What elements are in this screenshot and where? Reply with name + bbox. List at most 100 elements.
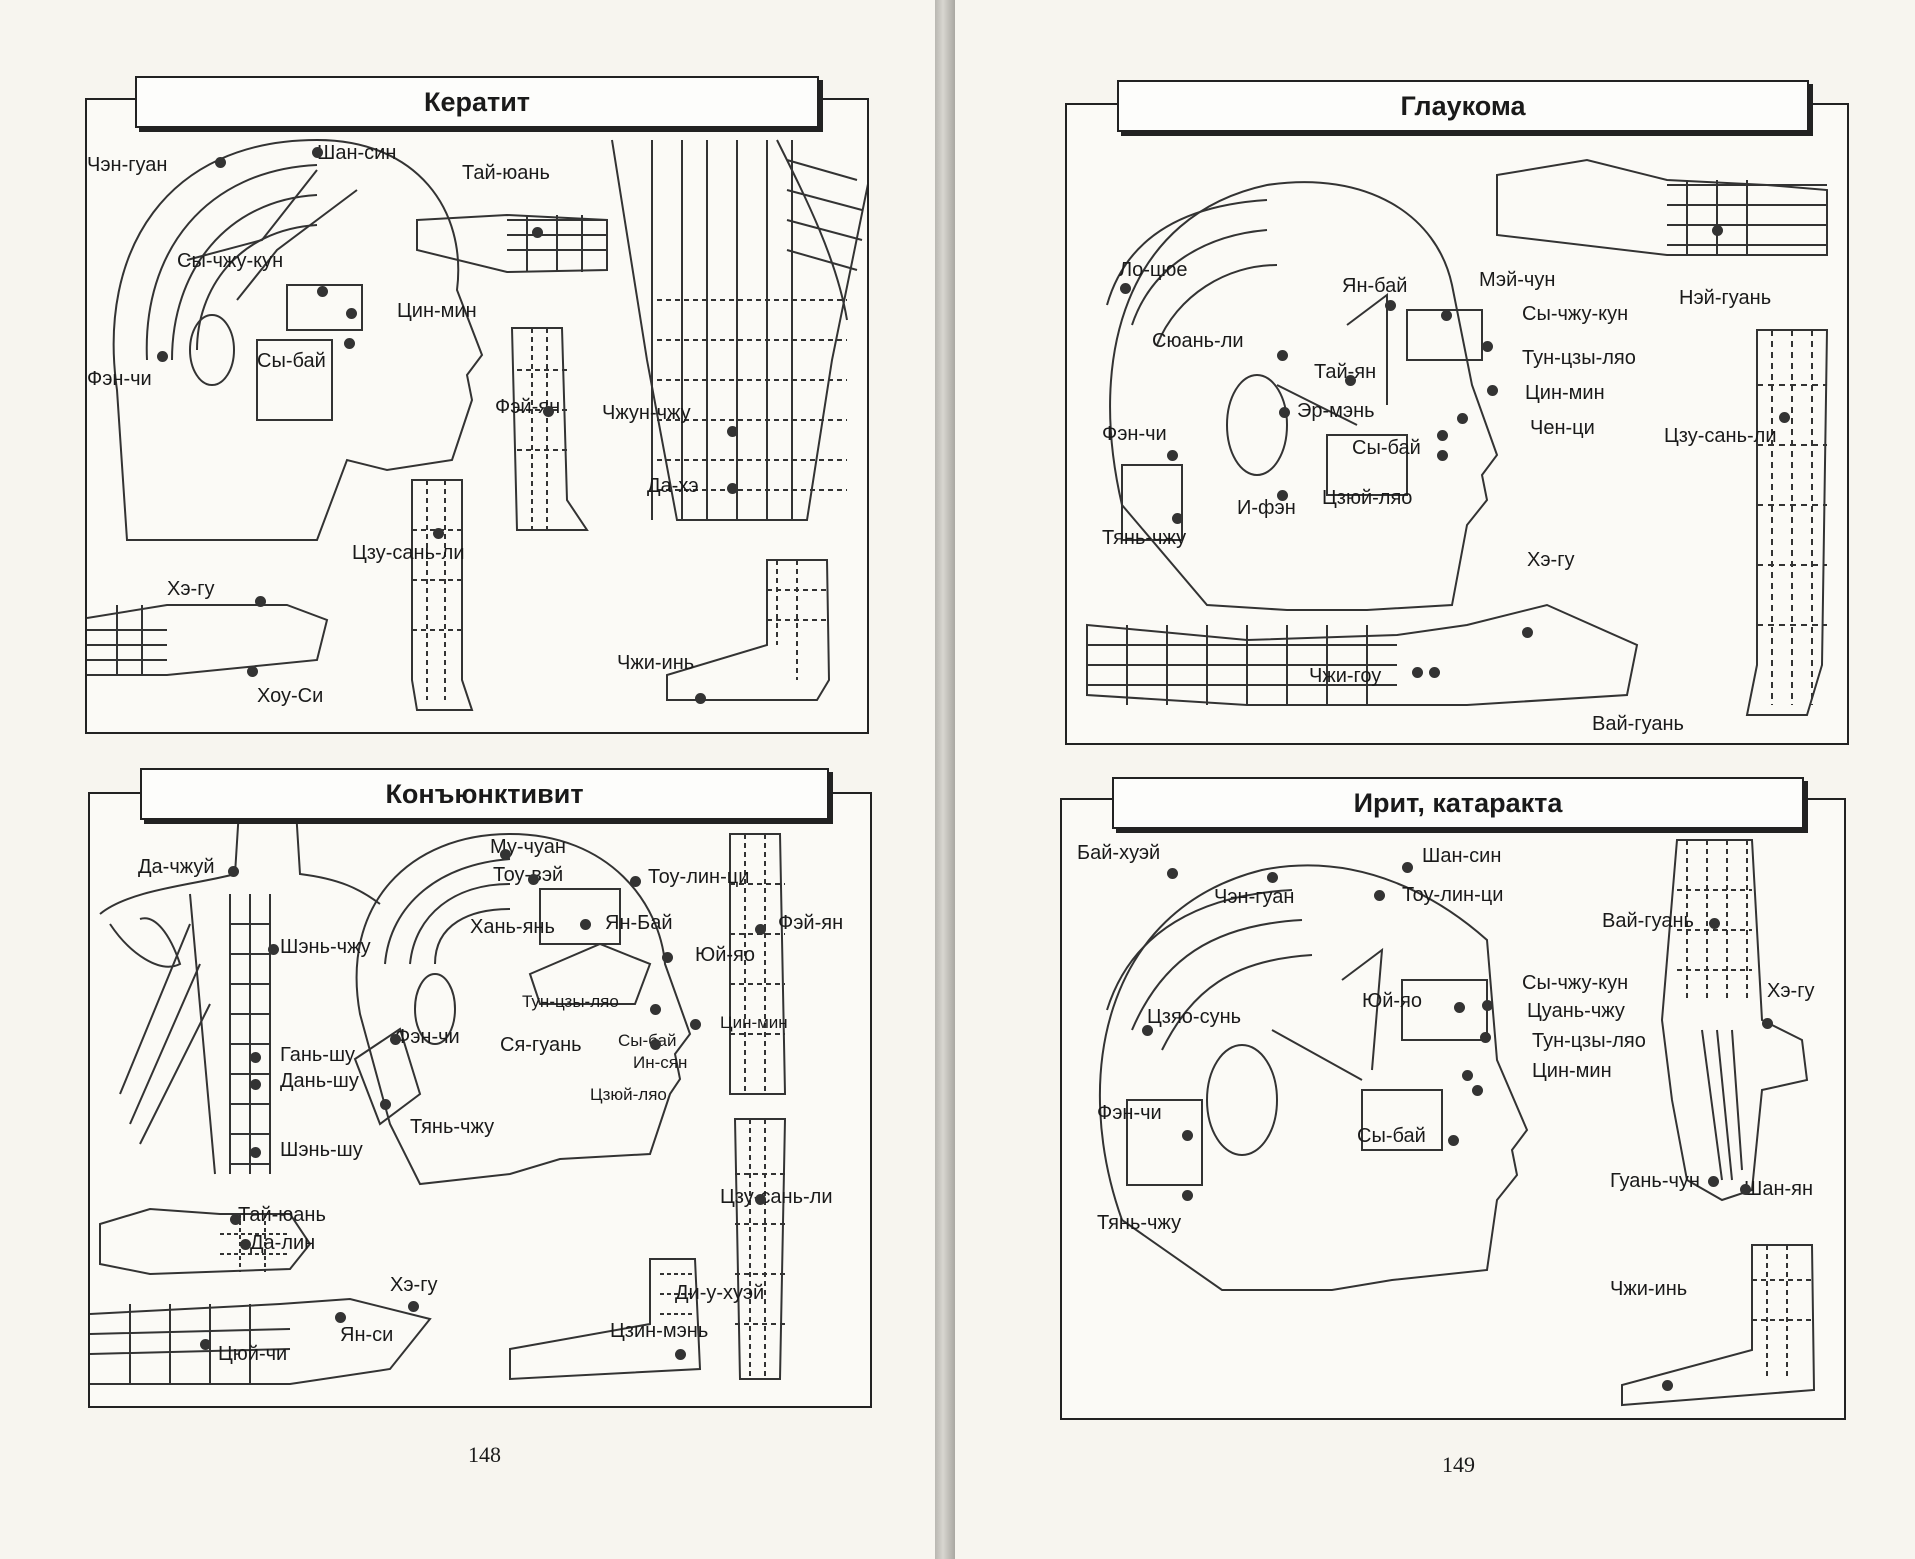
acupoint-dot — [312, 147, 323, 158]
acupoint-dot — [1385, 300, 1396, 311]
point-label: Тай-юань — [462, 162, 550, 184]
iritis-cataract-title: Ирит, катаракта — [1112, 777, 1804, 829]
conjunctivitis-panel: Да-чжуй Шэнь-чжу Гань-шу Дань-шу Шэнь-шу… — [88, 792, 872, 1408]
point-label: Дань-шу — [280, 1070, 359, 1092]
point-label: Цзу-сань-ли — [720, 1186, 833, 1208]
keratitis-panel: Чэн-гуан Шан-син Тай-юань Сы-чжу-кун Цин… — [85, 98, 869, 734]
point-label: Сы-бай — [618, 1031, 677, 1050]
point-label: Гань-шу — [280, 1044, 355, 1066]
glaucoma-title: Глаукома — [1117, 80, 1809, 132]
point-label: Шэнь-шу — [280, 1139, 363, 1161]
acupoint-dot — [433, 528, 444, 539]
point-label: Вай-гуань — [1592, 713, 1684, 735]
acupoint-dot — [1487, 385, 1498, 396]
acupoint-dot — [1779, 412, 1790, 423]
acupoint-dot — [1167, 450, 1178, 461]
acupoint-dot — [528, 874, 539, 885]
point-label: Шан-син — [1422, 845, 1502, 867]
point-label: Шан-син — [317, 142, 397, 164]
point-label: Чэн-гуан — [87, 154, 168, 176]
point-label: Фэн-чи — [1097, 1102, 1162, 1124]
acupoint-dot — [1402, 862, 1413, 873]
acupoint-dot — [1762, 1018, 1773, 1029]
point-label: Чжи-инь — [617, 652, 695, 674]
acupoint-dot — [1374, 890, 1385, 901]
glaucoma-panel: Ло-цюе Ян-бай Мэй-чун Сы-чжу-кун Сюань-л… — [1065, 103, 1849, 745]
conjunctivitis-title: Конъюнктивит — [140, 768, 829, 820]
point-label: Ся-гуань — [500, 1034, 582, 1056]
point-label: Да-чжуй — [138, 856, 215, 878]
acupoint-dot — [1462, 1070, 1473, 1081]
acupoint-dot — [755, 1194, 766, 1205]
acupoint-dot — [250, 1079, 261, 1090]
point-label: Фэн-чи — [395, 1026, 460, 1048]
point-label: Тоу-вэй — [493, 864, 564, 886]
acupoint-dot — [250, 1147, 261, 1158]
point-label: Ян-си — [340, 1324, 394, 1346]
point-label: Мэй-чун — [1479, 269, 1556, 291]
acupoint-dot — [662, 952, 673, 963]
acupoint-dot — [344, 338, 355, 349]
acupoint-dot — [380, 1099, 391, 1110]
acupoint-dot — [1437, 450, 1448, 461]
acupoint-dot — [250, 1052, 261, 1063]
point-label: Эр-мэнь — [1297, 400, 1375, 422]
acupoint-dot — [228, 866, 239, 877]
acupoint-dot — [650, 1039, 661, 1050]
conjunctivitis-illustration — [90, 794, 787, 1385]
point-label: Хэ-гу — [1767, 980, 1815, 1002]
acupoint-dot — [1522, 627, 1533, 638]
point-label: Тянь-чжу — [410, 1116, 495, 1138]
book-gutter — [935, 0, 955, 1559]
point-label: Ян-бай — [1342, 275, 1408, 297]
point-label: Цуань-чжу — [1527, 1000, 1625, 1022]
acupoint-dot — [240, 1239, 251, 1250]
point-label: И-фэн — [1237, 497, 1296, 519]
point-label: Тун-цзы-ляо — [1532, 1030, 1646, 1052]
point-label: Юй-яо — [695, 944, 755, 966]
point-label: Хэ-гу — [1527, 549, 1575, 571]
acupoint-dot — [1277, 350, 1288, 361]
point-label: Тун-цзы-ляо — [1522, 347, 1636, 369]
acupoint-dot — [1167, 868, 1178, 879]
acupoint-dot — [1441, 310, 1452, 321]
acupoint-dot — [335, 1312, 346, 1323]
acupoint-dot — [157, 351, 168, 362]
point-label: Сы-чжу-кун — [177, 250, 284, 272]
acupoint-dot — [1708, 1176, 1719, 1187]
point-label: Шан-ян — [1744, 1178, 1814, 1200]
acupoint-dot — [1182, 1130, 1193, 1141]
point-label: Чжун-чжу — [602, 402, 691, 424]
acupoint-dot — [200, 1339, 211, 1350]
acupoint-dot — [1345, 375, 1356, 386]
point-label: Сы-чжу-кун — [1522, 303, 1629, 325]
point-label: Тянь-чжу — [1097, 1212, 1182, 1234]
point-label: Цзу-сань-ли — [1664, 425, 1777, 447]
acupoint-dot — [390, 1034, 401, 1045]
point-label: Да-хэ — [647, 475, 699, 497]
acupoint-dot — [690, 1019, 701, 1030]
point-label: Да-лин — [250, 1232, 316, 1254]
point-label: Цзюй-ляо — [590, 1085, 667, 1104]
acupoint-dot — [268, 944, 279, 955]
acupoint-dot — [317, 286, 328, 297]
point-label: Тянь-чжу — [1102, 527, 1187, 549]
acupoint-dot — [1120, 283, 1131, 294]
acupoint-dot — [247, 666, 258, 677]
keratitis-title: Кератит — [135, 76, 819, 128]
acupoint-dot — [1457, 413, 1468, 424]
acupoint-dot — [650, 1004, 661, 1015]
keratitis-illustration — [87, 138, 867, 711]
point-label: Шэнь-чжу — [280, 936, 371, 958]
point-label: Сы-чжу-кун — [1522, 972, 1629, 994]
point-label: Чен-ци — [1530, 417, 1595, 439]
acupoint-dot — [346, 308, 357, 319]
point-label: Цин-мин — [1532, 1060, 1612, 1082]
iritis-cataract-illustration — [1098, 839, 1816, 1407]
page-number: 148 — [468, 1442, 501, 1467]
point-label: Тоу-лин-ци — [1402, 884, 1504, 906]
point-label: Сюань-ли — [1152, 330, 1244, 352]
acupoint-dot — [1709, 918, 1720, 929]
acupoint-dot — [255, 596, 266, 607]
acupoint-dot — [1437, 430, 1448, 441]
